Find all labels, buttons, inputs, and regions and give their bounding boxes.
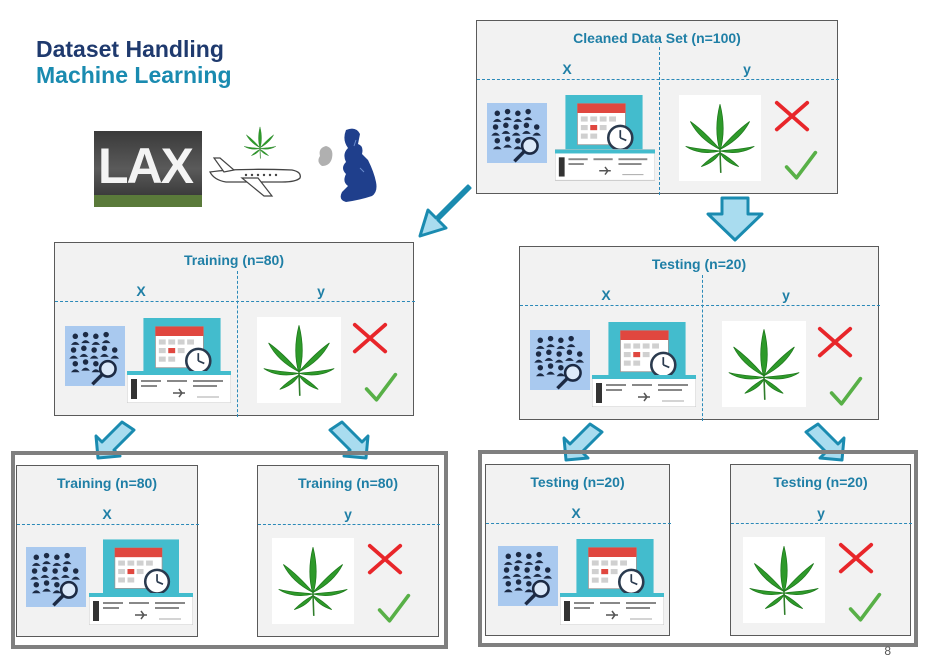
calendar-icon <box>576 539 654 599</box>
uk-map-icon <box>318 128 377 202</box>
testing-y-label: y <box>782 287 790 303</box>
training-divider-v <box>237 271 238 417</box>
testing-y-title: Testing (n=20) <box>773 474 868 490</box>
title-dataset-handling: Dataset Handling <box>36 36 224 62</box>
cleaned-divider-h <box>477 79 839 80</box>
leaf-icon <box>724 323 804 403</box>
training-divider-h <box>55 301 415 302</box>
check-icon <box>374 592 414 628</box>
check-icon <box>826 375 866 411</box>
arrow-to-training-x-icon <box>94 420 136 460</box>
testing-x-label: X <box>601 287 611 303</box>
cleaned-dataset-panel: Cleaned Data Set (n=100) X y <box>476 20 839 195</box>
people-icon <box>26 544 86 610</box>
training-x-label: X <box>136 283 146 299</box>
ticket-icon <box>592 375 696 407</box>
arrow-to-training-y-icon <box>328 420 370 460</box>
testing-panel: Testing (n=20) X y <box>519 246 880 421</box>
training-y-label: y <box>317 283 325 299</box>
testing-y-panel-label: y <box>817 505 825 521</box>
leaf-icon <box>259 319 339 399</box>
testing-y-panel: Testing (n=20) y <box>730 464 912 636</box>
calendar-icon <box>565 95 643 155</box>
cross-icon <box>816 325 854 363</box>
calendar-icon <box>103 539 179 599</box>
training-y-divider-h <box>258 524 440 525</box>
people-icon <box>530 327 590 393</box>
leaf-icon <box>274 540 352 620</box>
ticket-icon <box>555 149 655 181</box>
testing-title: Testing (n=20) <box>651 256 747 272</box>
training-title: Training (n=80) <box>184 252 284 268</box>
cross-icon <box>837 541 875 579</box>
testing-divider-h <box>520 305 880 306</box>
testing-x-title: Testing (n=20) <box>530 474 625 490</box>
title-machine-learning: Machine Learning <box>36 62 232 88</box>
training-x-title: Training (n=80) <box>57 475 157 491</box>
arrow-to-testing-icon <box>706 196 764 242</box>
cleaned-y-label: y <box>743 61 751 77</box>
grass-strip <box>94 195 202 207</box>
check-icon <box>845 591 885 627</box>
testing-divider-v <box>702 275 703 421</box>
calendar-icon <box>608 322 686 382</box>
training-split-group <box>11 451 448 649</box>
training-panel: Training (n=80) X y <box>54 242 415 417</box>
testing-x-divider-h <box>486 523 671 524</box>
leaf-small-icon <box>240 124 280 160</box>
page-number: 8 <box>884 644 891 658</box>
lax-sign-image: LAX <box>94 131 202 207</box>
training-y-panel-label: y <box>344 506 352 522</box>
testing-x-panel-label: X <box>571 505 581 521</box>
cross-icon <box>351 321 389 359</box>
leaf-icon <box>745 539 823 619</box>
testing-x-panel: Testing (n=20) X <box>485 464 671 636</box>
cross-icon <box>773 99 811 137</box>
people-icon <box>498 543 558 609</box>
ticket-icon <box>560 593 664 625</box>
cleaned-dataset-title: Cleaned Data Set (n=100) <box>573 30 741 46</box>
cross-icon <box>366 542 404 580</box>
people-icon <box>487 100 547 166</box>
lax-logo-text: LAX <box>98 138 194 194</box>
testing-y-divider-h <box>731 523 912 524</box>
calendar-icon <box>143 318 221 378</box>
arrow-to-training-icon <box>418 184 472 238</box>
training-y-panel: Training (n=80) y <box>257 465 440 637</box>
people-icon <box>65 323 125 389</box>
leaf-icon <box>681 97 759 177</box>
training-y-title: Training (n=80) <box>298 475 398 491</box>
ticket-icon <box>89 593 193 625</box>
ticket-icon <box>127 371 231 403</box>
testing-split-group <box>478 450 918 647</box>
training-x-divider-h <box>17 524 199 525</box>
check-icon <box>361 371 401 407</box>
cleaned-divider-v <box>659 47 660 195</box>
cleaned-x-label: X <box>562 61 572 77</box>
training-x-panel: Training (n=80) X <box>16 465 199 637</box>
plane-icon <box>209 157 301 197</box>
training-x-panel-label: X <box>102 506 112 522</box>
check-icon <box>781 149 821 185</box>
